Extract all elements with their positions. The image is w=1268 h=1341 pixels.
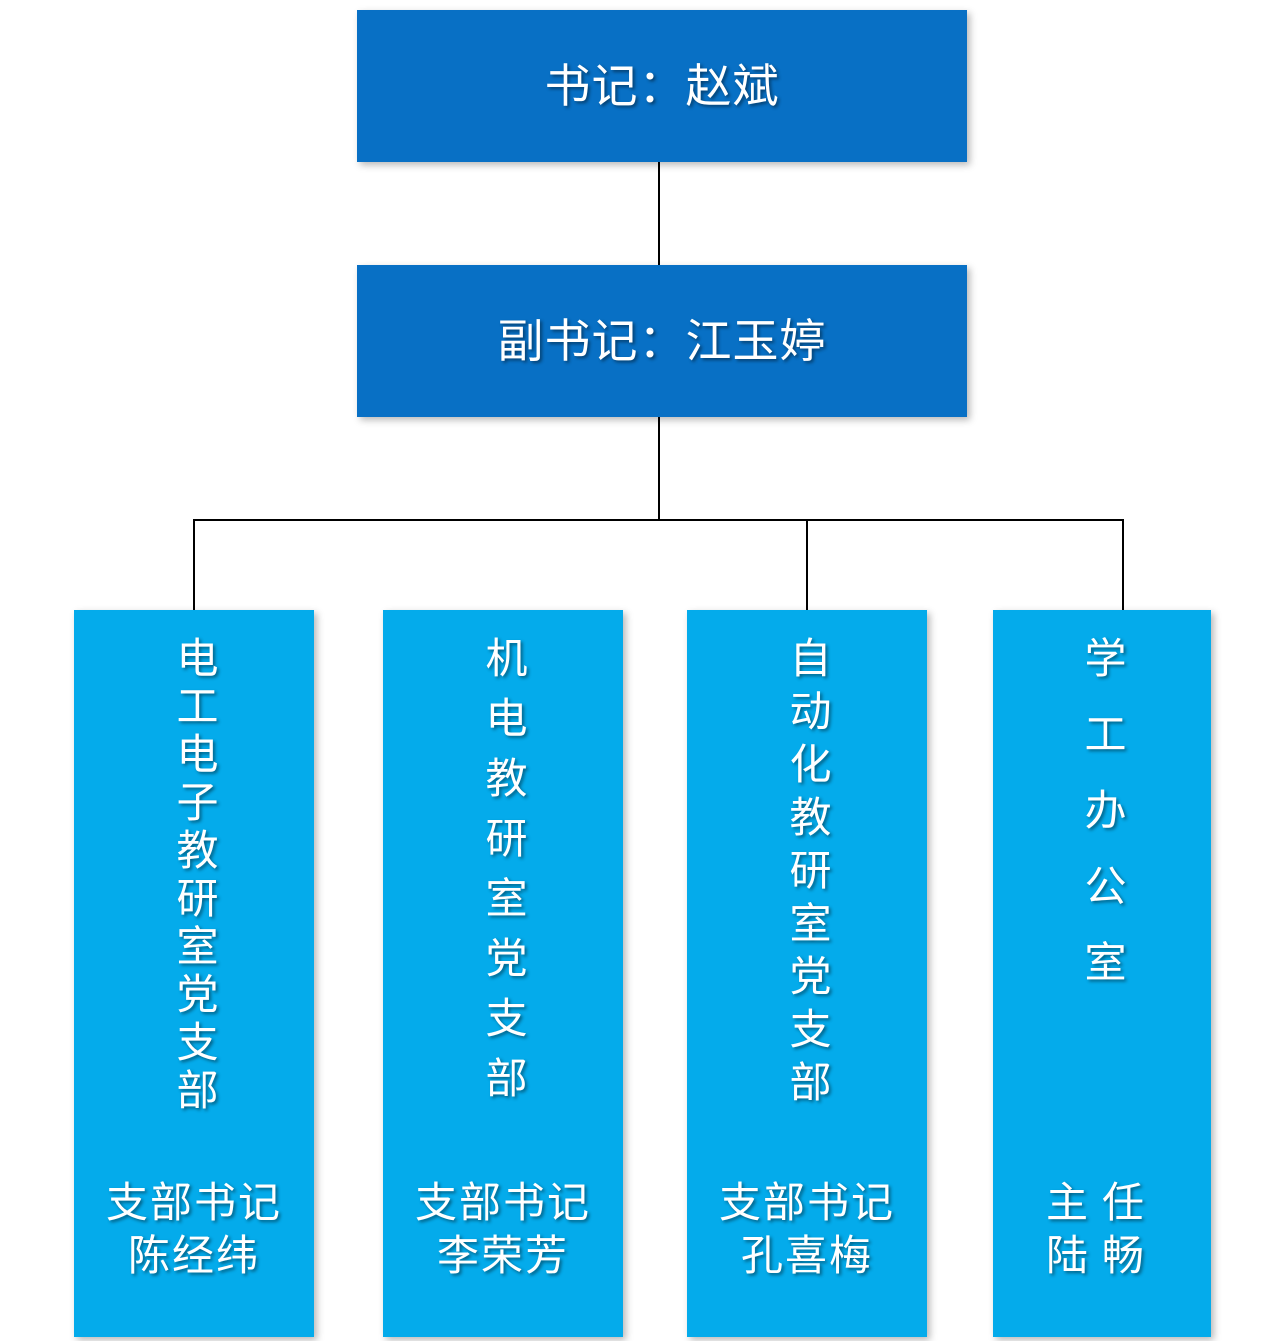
node-branch-electrical-vertical-label: 电工电子教研室党支部	[171, 636, 218, 1116]
node-branch-automation-person: 孔喜梅	[740, 1232, 873, 1280]
node-student-affairs-office-person: 陆畅	[1045, 1232, 1158, 1280]
node-student-affairs-office[interactable]: 学工办公室 主任 陆畅	[993, 610, 1211, 1337]
node-student-affairs-office-footer: 主任 陆畅	[993, 1176, 1211, 1284]
connector-drop-branch-electrical	[193, 519, 195, 611]
connector-deputy-to-bus	[658, 416, 660, 520]
node-student-affairs-office-role: 主任	[1045, 1178, 1158, 1226]
node-secretary[interactable]: 书记：赵斌	[357, 10, 967, 162]
node-branch-electrical-role: 支部书记	[105, 1178, 282, 1226]
node-branch-electrical-person: 陈经纬	[127, 1232, 260, 1280]
node-branch-mechatronics-role: 支部书记	[414, 1178, 591, 1226]
node-branch-mechatronics[interactable]: 机电教研室党支部 支部书记 李荣芳	[383, 610, 623, 1337]
connector-drop-student-affairs	[1122, 519, 1124, 611]
node-student-affairs-office-vertical-label: 学工办公室	[1079, 636, 1126, 1016]
node-branch-automation-role: 支部书记	[718, 1178, 895, 1226]
node-branch-automation-footer: 支部书记 孔喜梅	[687, 1176, 927, 1284]
node-deputy-secretary-label: 副书记：江玉婷	[497, 314, 827, 367]
node-branch-automation[interactable]: 自动化教研室党支部 支部书记 孔喜梅	[687, 610, 927, 1337]
node-deputy-secretary[interactable]: 副书记：江玉婷	[357, 265, 967, 417]
connector-drop-branch-automation	[806, 519, 808, 611]
node-branch-electrical-footer: 支部书记 陈经纬	[74, 1176, 314, 1284]
connector-horizontal-bus	[193, 519, 1123, 521]
connector-secretary-to-deputy	[658, 160, 660, 268]
node-secretary-label: 书记：赵斌	[544, 59, 780, 112]
node-branch-mechatronics-person: 李荣芳	[436, 1232, 569, 1280]
node-branch-electrical[interactable]: 电工电子教研室党支部 支部书记 陈经纬	[74, 610, 314, 1337]
node-branch-automation-vertical-label: 自动化教研室党支部	[784, 636, 831, 1113]
node-branch-mechatronics-footer: 支部书记 李荣芳	[383, 1176, 623, 1284]
node-branch-mechatronics-vertical-label: 机电教研室党支部	[480, 636, 527, 1116]
